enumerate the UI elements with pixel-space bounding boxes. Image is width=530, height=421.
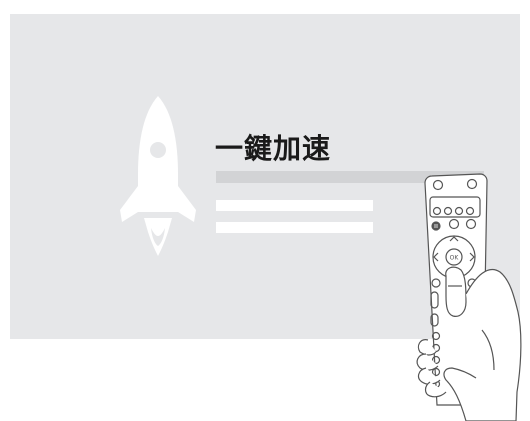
ok-button-label: OK <box>450 255 460 262</box>
page-title: 一鍵加速 <box>215 132 332 165</box>
placeholder-line <box>216 222 373 233</box>
hand-icon <box>416 266 522 421</box>
rocket-icon <box>120 96 196 256</box>
placeholder-line <box>216 200 373 211</box>
placeholder-bar <box>216 171 484 183</box>
placeholder-bar-fill <box>216 171 484 183</box>
